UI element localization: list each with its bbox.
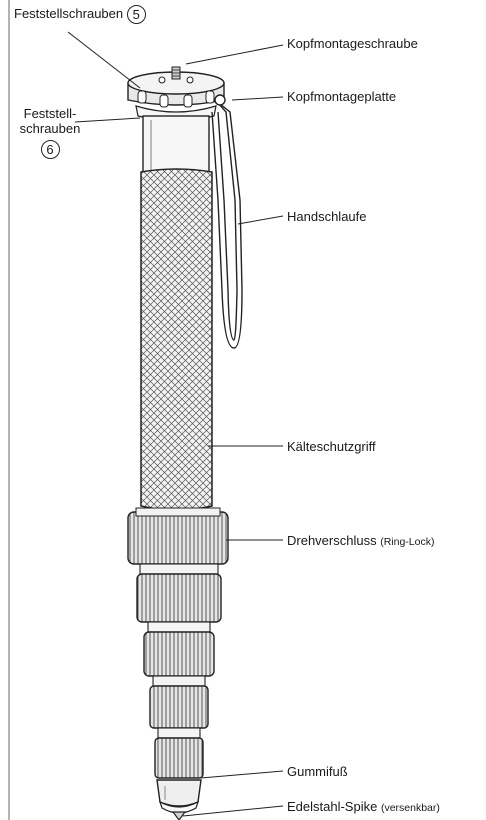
steel-spike-main: Edelstahl-Spike: [287, 799, 377, 814]
leader-head-plate: [232, 97, 283, 100]
leader-rubber-foot: [201, 771, 283, 778]
cold-grip-label: Kälteschutzgriff: [287, 439, 376, 454]
head-screw-label: Kopfmontageschraube: [287, 36, 418, 51]
leader-wrist-strap: [238, 216, 283, 224]
head-plate-label: Kopfmontageplatte: [287, 89, 396, 104]
leg-section-2: [137, 564, 221, 622]
number-badge-6: 6: [41, 140, 60, 159]
twist-lock-sub: (Ring-Lock): [380, 536, 434, 548]
leg-section-5: [155, 728, 203, 778]
wrist-strap: [212, 95, 242, 348]
leg-section-1: [128, 508, 228, 564]
leg-section-4: [150, 676, 208, 728]
twist-lock-label: Drehverschluss (Ring-Lock): [287, 533, 434, 550]
cold-protection-grip: [141, 169, 212, 510]
rubber-foot-label: Gummifuß: [287, 764, 348, 779]
steel-spike-label: Edelstahl-Spike (versenkbar): [287, 799, 440, 816]
lock-screws-side-line1: Feststell-: [10, 106, 90, 121]
steel-spike-sub: (versenkbar): [381, 802, 440, 814]
leader-lock-screws-top: [68, 32, 140, 88]
leader-steel-spike: [183, 806, 283, 816]
twist-lock-main: Drehverschluss: [287, 533, 377, 548]
number-badge-5: 5: [127, 5, 146, 24]
leader-head-screw: [186, 45, 283, 64]
head-mount-screw: [172, 67, 180, 79]
wrist-strap-label: Handschlaufe: [287, 209, 367, 224]
lock-screws-side-label: Feststell- schrauben 6: [10, 106, 90, 159]
leg-section-3: [144, 622, 214, 676]
lock-screws-side-line2: schrauben: [10, 121, 90, 136]
lock-screws-top-text: Feststellschrauben: [14, 6, 123, 21]
upper-tube: [143, 116, 209, 174]
rubber-foot: [157, 780, 201, 813]
lock-screws-top-label: Feststellschrauben 5: [14, 5, 146, 24]
